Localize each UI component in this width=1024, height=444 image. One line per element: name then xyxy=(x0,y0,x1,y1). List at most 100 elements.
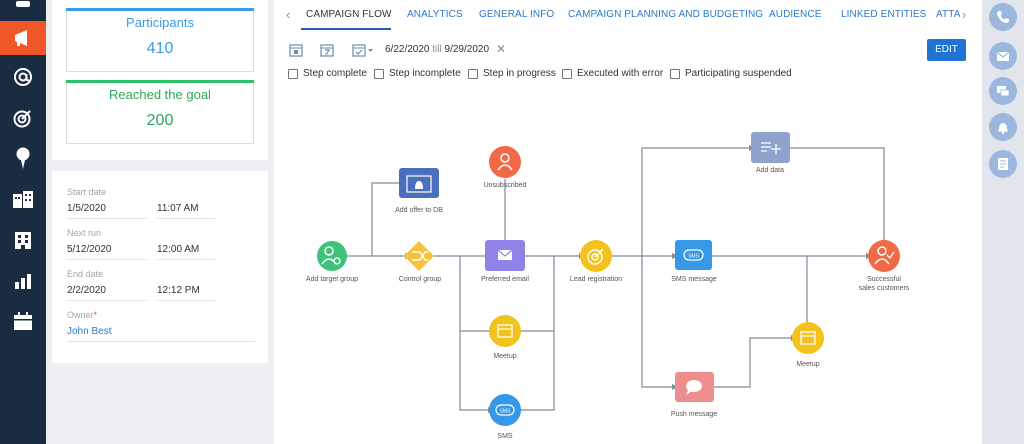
checkbox[interactable] xyxy=(562,68,572,79)
filter-participating-suspended[interactable]: Participating suspended xyxy=(670,68,792,79)
edit-button[interactable]: EDIT xyxy=(927,39,966,61)
user-check-icon xyxy=(868,240,900,272)
node-meetup-2[interactable]: Meetup xyxy=(792,322,824,368)
node-add-target-group[interactable]: Add target group xyxy=(306,241,358,283)
filter-label: Step complete xyxy=(303,68,367,79)
next-run-date-field[interactable]: 5/12/2020 xyxy=(67,244,147,260)
next-run-time-field[interactable]: 12:00 AM xyxy=(157,244,215,260)
required-marker: * xyxy=(93,310,98,320)
list-icon-lines xyxy=(761,142,771,152)
till-label: till xyxy=(432,44,442,55)
tabs-prev-icon[interactable]: ‹ xyxy=(286,7,291,22)
node-label: sales customers xyxy=(859,285,910,292)
tab-linked-entities[interactable]: LINKED ENTITIES xyxy=(841,9,927,20)
map-pin-icon[interactable] xyxy=(0,141,46,175)
checkbox[interactable] xyxy=(670,68,680,79)
node-push-message[interactable]: Push message xyxy=(671,372,717,418)
reached-goal-value: 200 xyxy=(146,112,174,129)
node-label: Preferred email xyxy=(481,276,529,283)
contacts-icon[interactable] xyxy=(0,0,46,16)
user-icon-head xyxy=(877,246,887,256)
envelope-icon-body xyxy=(498,250,512,260)
connector xyxy=(780,147,885,242)
user-icon-body xyxy=(497,164,513,171)
megaphone-icon[interactable] xyxy=(0,21,46,55)
tabs-next-icon[interactable]: › xyxy=(962,7,967,22)
document-icon[interactable] xyxy=(989,150,1017,178)
at-sign-icon[interactable] xyxy=(0,60,46,94)
clear-date-icon[interactable]: ✕ xyxy=(496,42,507,56)
target-icon[interactable] xyxy=(0,101,46,135)
node-control-group[interactable]: Control group xyxy=(399,241,442,283)
end-date-field[interactable]: 2/2/2020 xyxy=(67,285,147,301)
plus-icon-shape xyxy=(771,144,781,154)
checkbox[interactable] xyxy=(374,68,384,79)
filter-step-incomplete[interactable]: Step incomplete xyxy=(374,68,461,79)
users-icon-head xyxy=(324,246,334,256)
end-time-field[interactable]: 12:12 PM xyxy=(157,285,215,301)
tab-attachments[interactable]: ATTA xyxy=(936,9,961,20)
connector xyxy=(713,337,794,388)
date-from: 6/22/2020 xyxy=(385,44,430,55)
connector xyxy=(459,331,491,411)
node-add-offer[interactable]: Add offer to DB xyxy=(395,168,443,214)
node-sms-1[interactable]: SMS SMS xyxy=(489,394,521,440)
tab-campaign-planning[interactable]: CAMPAIGN PLANNING AND BUDGETING xyxy=(568,9,764,20)
node-unsubscribed[interactable]: Unsubscribed xyxy=(484,146,527,189)
user-icon-body xyxy=(874,258,890,265)
calendar-week-icon[interactable] xyxy=(320,43,334,62)
calendar-icon[interactable] xyxy=(0,304,46,338)
filter-step-in-progress[interactable]: Step in progress xyxy=(468,68,556,79)
checkbox[interactable] xyxy=(288,68,298,79)
tab-analytics[interactable]: ANALYTICS xyxy=(407,9,463,20)
end-date-label: End date xyxy=(67,269,104,279)
node-add-data[interactable]: Add data xyxy=(751,132,790,174)
calendar-icon xyxy=(792,322,824,354)
next-run-label: Next run xyxy=(67,228,102,238)
active-tab-indicator xyxy=(301,28,391,30)
connector xyxy=(641,256,675,388)
sms-icon-text: SMS xyxy=(500,409,512,415)
start-date-field[interactable]: 1/5/2020 xyxy=(67,203,147,219)
node-label: SMS message xyxy=(671,276,717,283)
calendar-day-icon[interactable] xyxy=(289,43,303,62)
tab-bar: ‹ CAMPAIGN FLOW ANALYTICS GENERAL INFO C… xyxy=(274,0,982,30)
node-lead-registration[interactable]: Lead registration xyxy=(570,240,622,283)
bar-chart-icon[interactable] xyxy=(0,264,46,298)
start-time-field[interactable]: 11:07 AM xyxy=(157,203,215,219)
tab-campaign-flow[interactable]: CAMPAIGN FLOW xyxy=(306,9,392,20)
node-meetup-1[interactable]: Meetup xyxy=(489,315,521,360)
reached-goal-accent xyxy=(66,80,254,83)
phone-icon[interactable] xyxy=(989,3,1017,31)
chat-icon[interactable] xyxy=(989,77,1017,105)
owner-link[interactable]: John Best xyxy=(67,326,255,342)
mail-icon[interactable] xyxy=(989,42,1017,70)
flow-connectors xyxy=(347,147,885,411)
node-label: Add target group xyxy=(306,276,358,283)
campaign-main: ‹ CAMPAIGN FLOW ANALYTICS GENERAL INFO C… xyxy=(274,0,982,444)
users-icon xyxy=(317,241,347,271)
node-label: Push message xyxy=(671,411,717,418)
node-sms-message[interactable]: SMS SMS message xyxy=(671,240,717,283)
checkbox[interactable] xyxy=(468,68,478,79)
main-navigation xyxy=(0,0,46,444)
shuffle-icon-arrows xyxy=(412,251,428,261)
node-successful-sales[interactable]: Successful sales customers xyxy=(859,240,910,292)
building-icon[interactable] xyxy=(0,223,46,257)
calendar-range-icon[interactable] xyxy=(352,43,374,62)
date-range-filter[interactable]: 6/22/2020 till 9/29/2020 xyxy=(385,44,489,55)
window-icon-frame xyxy=(406,175,432,193)
bell-icon[interactable] xyxy=(989,113,1017,141)
buildings-icon[interactable] xyxy=(0,182,46,216)
participants-card: Participants 410 xyxy=(66,8,254,72)
campaign-info-panel: Participants 410 Reached the goal 200 St… xyxy=(52,0,268,444)
tab-audience[interactable]: AUDIENCE xyxy=(769,9,822,20)
filter-label: Step in progress xyxy=(483,68,556,79)
node-preferred-email[interactable]: Preferred email xyxy=(481,240,529,283)
target-icon-arrow xyxy=(594,248,604,258)
tab-general-info[interactable]: GENERAL INFO xyxy=(479,9,555,20)
filter-executed-with-error[interactable]: Executed with error xyxy=(562,68,663,79)
filter-step-complete[interactable]: Step complete xyxy=(288,68,367,79)
sms-icon xyxy=(675,240,712,270)
connector xyxy=(519,256,555,411)
